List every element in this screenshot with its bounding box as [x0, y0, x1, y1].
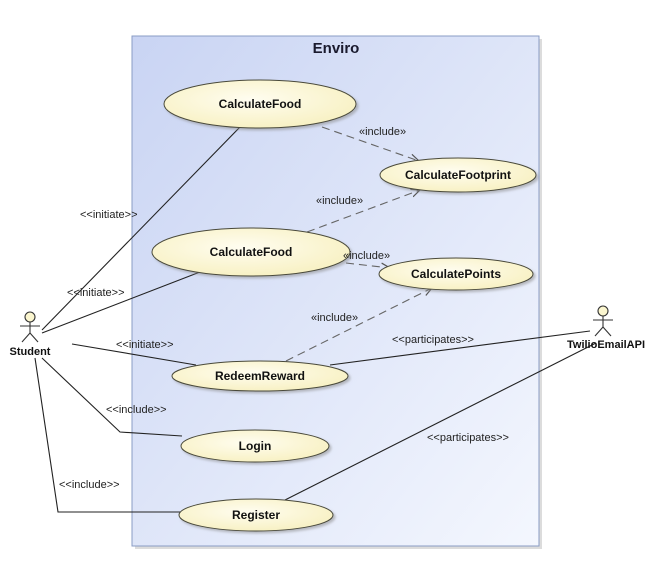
actor-name: TwilioEmailAPI: [567, 339, 645, 351]
include-calculatefood-footprint[interactable]: [321, 126, 419, 161]
label-include-points-2: «include»: [311, 312, 358, 324]
relation-labels: <<initiate>> <<initiate>> <<initiate>> <…: [59, 126, 509, 491]
include-calculatefood2-footprint[interactable]: [306, 190, 420, 233]
stick-figure-icon: [593, 305, 613, 337]
actor-twilioemailapi[interactable]: TwilioEmailAPI: [567, 305, 645, 351]
label-initiate-2: <<initiate>>: [67, 287, 125, 299]
label-participates-1: <<participates>>: [392, 334, 474, 346]
actor-name: Student: [10, 346, 51, 358]
system-title: Enviro: [313, 40, 360, 57]
label-include-register: <<include>>: [59, 479, 120, 491]
label-participates-2: <<participates>>: [427, 432, 509, 444]
include-calculatefood2-points[interactable]: [345, 262, 390, 268]
use-case-calculatefootprint[interactable]: CalculateFootprint: [379, 157, 537, 193]
use-case-calculatepoints[interactable]: CalculatePoints: [378, 257, 534, 291]
use-case-register[interactable]: Register: [178, 498, 334, 532]
assoc-student-login[interactable]: [41, 357, 183, 437]
label-include-login: <<include>>: [106, 404, 167, 416]
use-case-label: CalculateFood: [210, 245, 293, 259]
assoc-register-twilio[interactable]: [284, 342, 597, 501]
use-case-label: CalculateFood: [219, 97, 302, 111]
associations: [34, 126, 597, 513]
use-case-label: Register: [232, 508, 280, 522]
use-case-label: CalculatePoints: [411, 267, 501, 281]
include-dependencies: [285, 126, 432, 362]
assoc-redeemreward-twilio[interactable]: [329, 330, 591, 366]
label-include-points-1: «include»: [343, 250, 390, 262]
assoc-student-redeemreward[interactable]: [71, 343, 197, 366]
use-case-calculatefood-2[interactable]: CalculateFood: [151, 227, 351, 277]
include-redeemreward-points[interactable]: [285, 288, 432, 362]
label-include-footprint-1: «include»: [359, 126, 406, 138]
use-case-label: CalculateFootprint: [405, 168, 511, 182]
label-initiate-3: <<initiate>>: [116, 339, 174, 351]
label-include-footprint-2: «include»: [316, 195, 363, 207]
stick-figure-icon: [20, 311, 40, 343]
assoc-student-register[interactable]: [34, 357, 180, 513]
use-case-calculatefood-1[interactable]: CalculateFood: [163, 79, 357, 129]
use-case-label: RedeemReward: [215, 369, 305, 383]
assoc-student-calculatefood-1[interactable]: [41, 126, 241, 331]
assoc-student-calculatefood-2[interactable]: [41, 271, 201, 334]
use-case-login[interactable]: Login: [180, 429, 330, 463]
use-case-redeemreward[interactable]: RedeemReward: [171, 360, 349, 392]
label-initiate-1: <<initiate>>: [80, 209, 138, 221]
actor-student[interactable]: Student: [10, 311, 51, 358]
use-case-label: Login: [239, 439, 272, 453]
